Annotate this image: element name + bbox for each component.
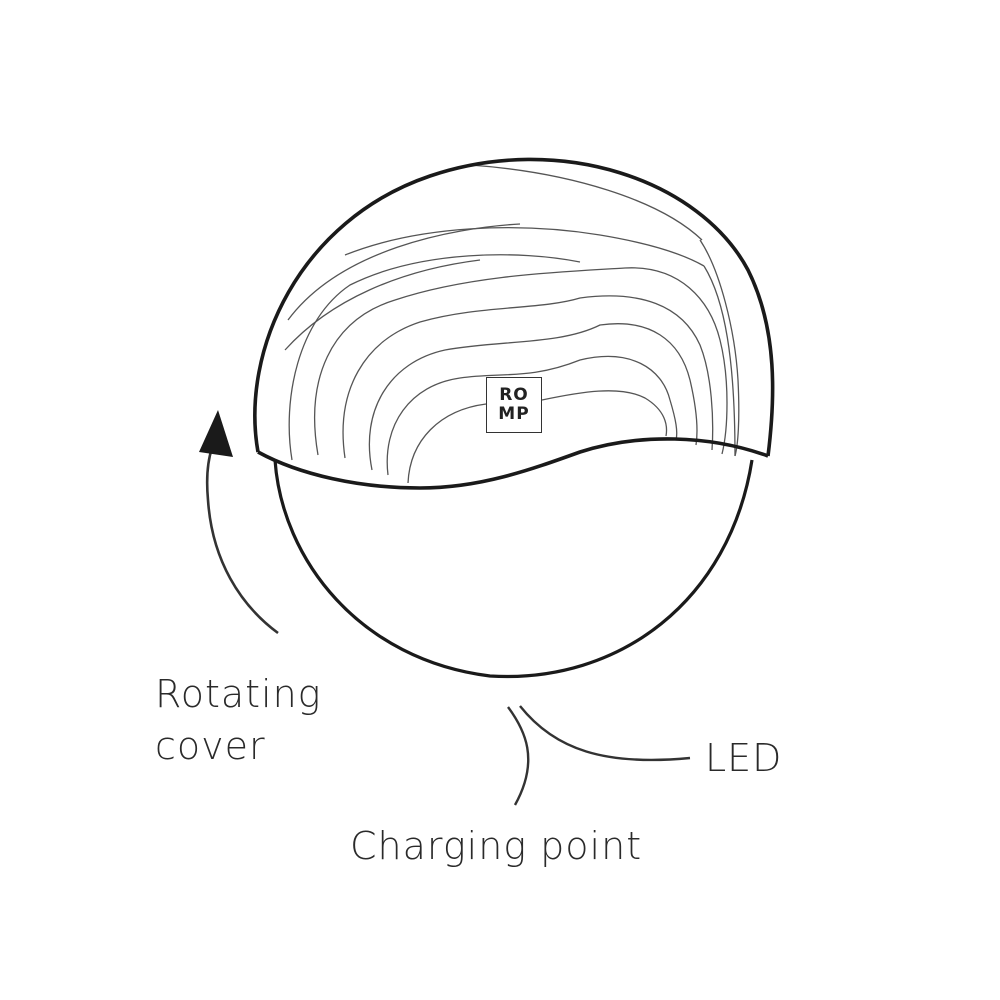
led-label: LED <box>705 736 783 780</box>
rotating-cover-label: Rotating cover <box>155 668 321 772</box>
rotating-cover-label-line-2: cover <box>155 724 266 768</box>
contour-line <box>342 295 714 459</box>
logo-line-1: RO <box>499 385 529 405</box>
contour-line <box>407 403 487 484</box>
charging-point-label: Charging point <box>350 824 643 868</box>
led-leader <box>519 705 691 762</box>
rotating-cover-outline <box>253 157 775 457</box>
contour-line <box>541 390 668 437</box>
contour-line <box>287 223 521 321</box>
contour-line <box>288 254 581 461</box>
romp-logo: RO MP <box>486 377 542 433</box>
device-lower-body <box>273 459 754 679</box>
contour-line <box>469 164 703 241</box>
rotating-cover-edge <box>257 437 769 490</box>
contour-line <box>314 267 728 456</box>
charging-point-leader <box>507 706 530 806</box>
contour-line <box>703 265 736 457</box>
logo-line-2: MP <box>498 404 530 424</box>
contour-line <box>386 355 678 476</box>
device-contours <box>284 164 740 484</box>
rotating-cover-label-line-1: Rotating <box>155 672 322 716</box>
contour-line <box>344 227 705 267</box>
contour-line <box>699 239 740 457</box>
curved-arrow-icon <box>199 410 279 635</box>
contour-line <box>368 323 698 471</box>
contour-line <box>284 259 481 351</box>
